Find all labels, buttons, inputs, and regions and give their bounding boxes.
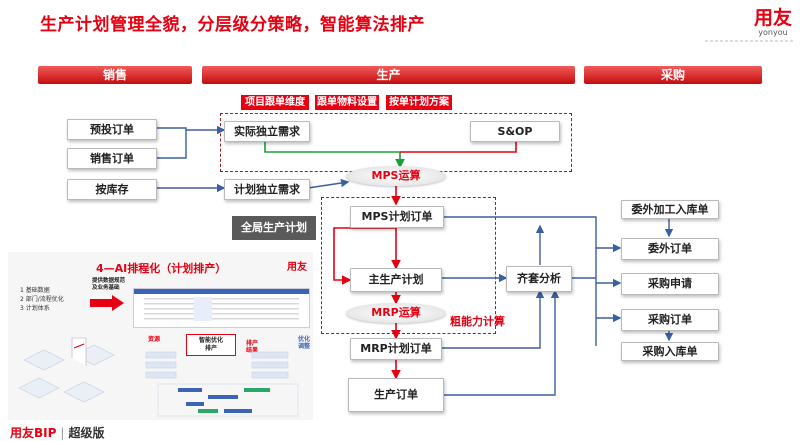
mrp-plan-order-box: MRP计划订单 xyxy=(350,338,442,360)
planned-independent-demand-box: 计划独立需求 xyxy=(224,179,310,200)
inset-label-resource: 资源 xyxy=(148,336,161,343)
outsource-order-box: 委外订单 xyxy=(621,238,719,260)
inset-arrow-icon xyxy=(90,295,124,311)
inset-item: 1 基础数据 xyxy=(20,287,50,294)
yonyou-logo: 用友 yonyou xyxy=(754,8,792,37)
header-sales: 销售 xyxy=(38,66,192,84)
mps-mrp-region xyxy=(321,197,496,334)
outsource-receipt-box: 委外加工入库单 xyxy=(621,200,719,219)
mrp-operation: MRP运算 xyxy=(346,303,446,323)
logo-cn: 用友 xyxy=(753,7,792,29)
logo-dashes xyxy=(705,40,795,42)
footer-edition: 超级版 xyxy=(68,426,105,440)
actual-independent-demand-box: 实际独立需求 xyxy=(224,121,310,142)
global-production-plan-label: 全局生产计划 xyxy=(232,216,316,240)
mps-plan-order-box: MPS计划订单 xyxy=(350,206,444,228)
kit-analysis-box: 齐套分析 xyxy=(506,266,572,292)
sop-box: S&OP xyxy=(470,121,560,142)
inset-gantt-graphic xyxy=(145,351,299,417)
inset-logo: 用友 xyxy=(287,262,307,273)
tag-order-plan-scheme: 按单计划方案 xyxy=(386,95,452,110)
footer-brand: 用友BIP xyxy=(10,426,57,440)
inset-smart-schedule-box: 智能优化 排产 xyxy=(186,334,236,356)
production-order-box: 生产订单 xyxy=(348,378,444,412)
inset-label-optimize: 优化 调整 xyxy=(298,336,311,350)
tag-material-setting: 跟单物料设置 xyxy=(315,95,379,110)
footer: 用友BIP|超级版 xyxy=(10,424,104,441)
rough-capacity-label: 粗能力计算 xyxy=(450,315,505,328)
header-production: 生产 xyxy=(202,66,575,84)
inset-data-table xyxy=(133,288,310,328)
inset-label-output: 排产 结果 xyxy=(246,340,259,354)
ai-scheduling-slide-inset: 4—AI排程化（计划排产） 用友 1 基础数据 2 部门/流程优化 3 计划体系… xyxy=(8,252,313,420)
header-purchase: 采购 xyxy=(584,66,762,84)
footer-separator: | xyxy=(60,426,65,440)
inset-arrow-label: 提供数据规范 及业务基础 xyxy=(92,278,126,291)
purchase-receipt-box: 采购入库单 xyxy=(621,342,719,361)
tag-project-dimension: 项目跟单维度 xyxy=(241,95,309,110)
inset-item: 3 计划体系 xyxy=(20,305,50,312)
purchase-request-box: 采购申请 xyxy=(621,273,719,295)
inset-item: 2 部门/流程优化 xyxy=(20,296,64,303)
logo-en: yonyou xyxy=(758,28,788,37)
make-to-stock-box: 按库存 xyxy=(67,179,157,200)
purchase-order-box: 采购订单 xyxy=(621,309,719,331)
inset-title: 4—AI排程化（计划排产） xyxy=(96,262,227,275)
sales-order-box: 销售订单 xyxy=(67,148,157,169)
inset-list: 1 基础数据 2 部门/流程优化 3 计划体系 xyxy=(20,286,64,313)
forecast-order-box: 预投订单 xyxy=(67,119,157,140)
inset-table-grid xyxy=(134,289,309,321)
mps-operation: MPS运算 xyxy=(346,166,446,186)
inset-isometric-graphic xyxy=(18,337,115,403)
master-production-plan-box: 主生产计划 xyxy=(350,268,442,292)
page-title: 生产计划管理全貌，分层级分策略，智能算法排产 xyxy=(40,15,425,35)
